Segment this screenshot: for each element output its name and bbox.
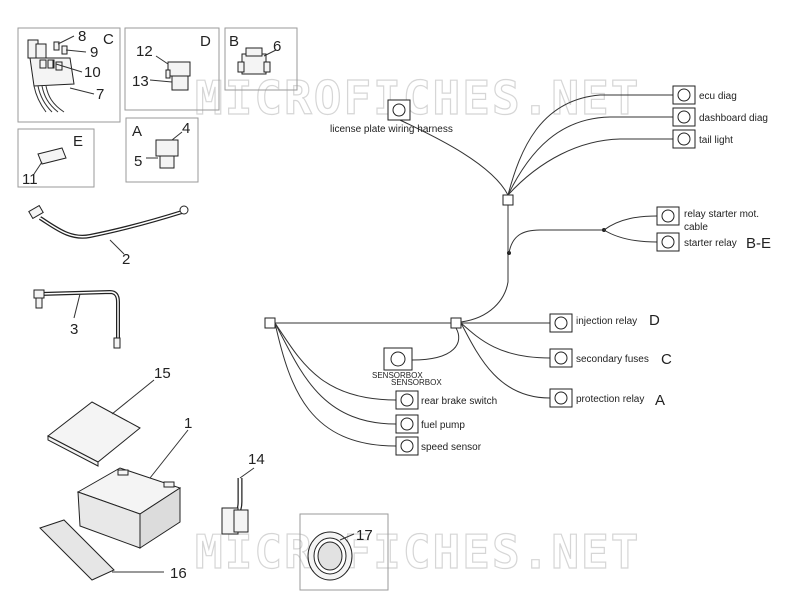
label-injection-relay: injection relay — [576, 316, 637, 327]
connector-dashboard-diag: dashboard diag — [672, 107, 768, 127]
part-number-1: 1 — [184, 415, 192, 432]
inset-letter-e: E — [73, 133, 83, 150]
part-number-16: 16 — [170, 565, 187, 582]
ref-injection-relay: D — [649, 312, 660, 329]
label-sensorbox: SENSORBOX — [372, 371, 423, 380]
part-number-6: 6 — [273, 38, 281, 55]
ref-starter-relay: B-E — [746, 235, 771, 252]
connector-relay-starter: relay starter mot. cable — [656, 206, 759, 233]
inset-a: A 4 5 — [125, 117, 199, 183]
inset-letter-a: A — [132, 123, 142, 140]
junction-top — [502, 194, 514, 206]
connector-injection-relay: injection relay D — [549, 312, 660, 333]
part-number-13: 13 — [132, 73, 149, 90]
label-tail-light: tail light — [699, 135, 733, 146]
inset-e: E 11 — [17, 128, 95, 188]
label-dashboard-diag: dashboard diag — [699, 113, 768, 124]
part-number-14: 14 — [248, 451, 265, 468]
inset-letter-c: C — [103, 31, 114, 48]
connector-elbow-14: 14 — [221, 451, 265, 535]
label-relay-starter-2: cable — [684, 222, 708, 233]
relay-a-icon — [155, 139, 179, 169]
part-number-4: 4 — [182, 120, 190, 137]
connector-ecu-diag: ecu diag — [672, 85, 737, 105]
part-number-11: 11 — [22, 171, 38, 188]
part-number-7: 7 — [96, 86, 104, 103]
connector-rear-brake-switch: rear brake switch — [395, 390, 497, 410]
part-number-10: 10 — [84, 64, 101, 81]
inset-d: D 12 13 — [124, 27, 220, 111]
ref-protection-relay: A — [655, 392, 665, 409]
label-rear-brake-switch: rear brake switch — [421, 396, 497, 407]
label-ecu-diag: ecu diag — [699, 91, 737, 102]
part-number-5: 5 — [134, 153, 142, 170]
part-number-17: 17 — [356, 527, 373, 544]
relay-d-icon — [165, 61, 191, 91]
junction-left — [264, 317, 276, 329]
fuse-e-icon — [37, 147, 67, 165]
part-number-8: 8 — [78, 28, 86, 45]
relay-b-icon — [237, 47, 271, 75]
part-number-9: 9 — [90, 44, 98, 61]
label-secondary-fuses: secondary fuses — [576, 354, 649, 365]
inset-letter-b: B — [229, 33, 239, 50]
ground-cable-3: 3 — [33, 289, 121, 349]
battery-pad-15: 15 — [47, 365, 171, 467]
ref-secondary-fuses: C — [661, 351, 672, 368]
connector-license-plate: license plate wiring harness — [330, 99, 453, 135]
connector-starter-relay: starter relay B-E — [656, 232, 771, 252]
label-protection-relay: protection relay — [576, 394, 644, 405]
connector-secondary-fuses: secondary fuses C — [549, 348, 672, 368]
connector-tail-light: tail light — [672, 129, 733, 149]
battery-pad-16: 16 — [39, 519, 187, 582]
watermark-top: MICROFICHES.NET — [195, 71, 640, 125]
battery-1: 1 — [76, 415, 192, 549]
inset-c: C 8 9 10 7 — [17, 27, 121, 123]
wiring-harness — [264, 94, 673, 447]
label-relay-starter-1: relay starter mot. — [684, 209, 759, 220]
part-number-3: 3 — [70, 321, 78, 338]
label-sensorbox-sub: SENSORBOX — [391, 378, 442, 387]
part-number-12: 12 — [136, 43, 153, 60]
inset-grommet-17: 17 — [299, 513, 389, 591]
connector-protection-relay: protection relay A — [549, 388, 665, 409]
connector-fuel-pump: fuel pump — [395, 414, 465, 434]
junction-center — [450, 317, 462, 329]
battery-cable-2: 2 — [28, 204, 189, 268]
label-starter-relay: starter relay — [684, 238, 737, 249]
part-number-15: 15 — [154, 365, 171, 382]
connector-speed-sensor: speed sensor — [395, 436, 482, 456]
label-fuel-pump: fuel pump — [421, 420, 465, 431]
label-speed-sensor: speed sensor — [421, 442, 482, 453]
part-number-2: 2 — [122, 251, 130, 268]
fuse-box-icon — [27, 39, 75, 113]
connector-sensorbox: SENSORBOX SENSORBOX — [372, 347, 442, 387]
watermark-bottom: MICROFICHES.NET — [195, 525, 640, 579]
label-license-plate: license plate wiring harness — [330, 124, 453, 135]
inset-b: B 6 — [224, 27, 298, 91]
inset-letter-d: D — [200, 33, 211, 50]
